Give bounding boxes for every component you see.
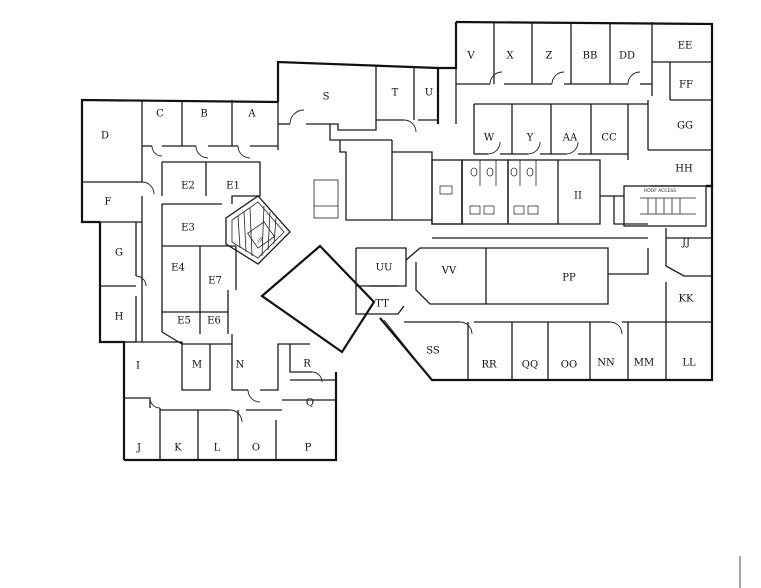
room-label-e6: E6 bbox=[207, 316, 221, 327]
room-label-f: F bbox=[105, 197, 112, 208]
room-label-oo: OO bbox=[561, 360, 577, 371]
room-label-gg: GG bbox=[677, 121, 693, 132]
room-label-tt: TT bbox=[375, 299, 389, 310]
room-label-v: V bbox=[466, 51, 475, 62]
room-label-kk: KK bbox=[679, 294, 694, 305]
room-label-h: H bbox=[115, 312, 124, 323]
interior-walls-center bbox=[260, 140, 648, 354]
room-label-vv: VV bbox=[441, 266, 457, 277]
room-label-y: Y bbox=[526, 133, 534, 144]
interior-walls-e-cluster bbox=[161, 161, 261, 345]
room-label-hh: HH bbox=[675, 164, 693, 175]
room-label-i: I bbox=[136, 361, 140, 372]
door-swings bbox=[135, 71, 641, 423]
room-label-s: S bbox=[323, 92, 330, 103]
room-label-ee: EE bbox=[678, 41, 693, 52]
room-label-e7: E7 bbox=[208, 276, 222, 287]
room-label-x: X bbox=[506, 51, 514, 62]
stairwell-right: ROOF ACCESS bbox=[623, 185, 707, 227]
room-label-j: J bbox=[136, 443, 141, 454]
room-label-k: K bbox=[174, 443, 182, 454]
room-label-cc: CC bbox=[601, 133, 617, 144]
room-label-pp: PP bbox=[562, 273, 576, 284]
room-label-e1: E1 bbox=[226, 181, 240, 192]
room-label-dd: DD bbox=[619, 51, 635, 62]
room-label-q: Q bbox=[306, 398, 314, 409]
room-label-a: A bbox=[247, 109, 256, 120]
room-label-mm: MM bbox=[634, 358, 654, 369]
room-label-rr: RR bbox=[481, 360, 497, 371]
room-label-e2: E2 bbox=[181, 181, 195, 192]
room-label-ff: FF bbox=[679, 80, 693, 91]
room-labels: V X Z BB DD EE FF GG HH S T U W Y AA CC … bbox=[101, 41, 696, 454]
room-label-w: W bbox=[484, 133, 495, 144]
stair-up-label: UP bbox=[257, 236, 266, 245]
interior-walls-right-wing bbox=[355, 228, 712, 381]
room-label-ii: II bbox=[574, 191, 582, 202]
room-label-n: N bbox=[236, 360, 245, 371]
interior-walls-ii bbox=[558, 159, 648, 225]
room-label-t: T bbox=[392, 88, 399, 99]
room-label-z: Z bbox=[546, 51, 553, 62]
restrooms bbox=[431, 159, 559, 225]
room-label-jj: JJ bbox=[681, 238, 690, 249]
roof-access-label: ROOF ACCESS bbox=[644, 188, 676, 194]
room-label-nn: NN bbox=[597, 358, 615, 369]
room-label-g: G bbox=[115, 248, 123, 259]
stairwell-center: UP bbox=[225, 195, 291, 265]
room-label-o: O bbox=[252, 443, 260, 454]
room-label-p: P bbox=[305, 443, 312, 454]
interior-walls-s-block bbox=[278, 66, 438, 141]
room-label-uu: UU bbox=[376, 263, 393, 274]
room-label-bb: BB bbox=[583, 51, 598, 62]
room-label-aa: AA bbox=[562, 133, 578, 144]
interior-walls-left-side bbox=[100, 222, 143, 343]
room-label-l: L bbox=[214, 443, 221, 454]
room-label-c: C bbox=[156, 109, 164, 120]
interior-walls-top-right bbox=[455, 22, 712, 187]
interior-walls-left-top bbox=[82, 100, 279, 223]
room-label-qq: QQ bbox=[522, 360, 538, 371]
room-label-r: R bbox=[303, 359, 311, 370]
room-label-d: D bbox=[101, 131, 109, 142]
room-label-u: U bbox=[425, 88, 433, 99]
room-label-e5: E5 bbox=[177, 316, 191, 327]
room-label-b: B bbox=[200, 109, 207, 120]
room-label-e3: E3 bbox=[181, 223, 195, 234]
room-label-m: M bbox=[192, 360, 202, 371]
room-label-e4: E4 bbox=[171, 263, 185, 274]
room-label-ss: SS bbox=[426, 346, 440, 357]
interior-walls-lower-left bbox=[123, 341, 337, 460]
room-label-ll: LL bbox=[682, 358, 696, 369]
